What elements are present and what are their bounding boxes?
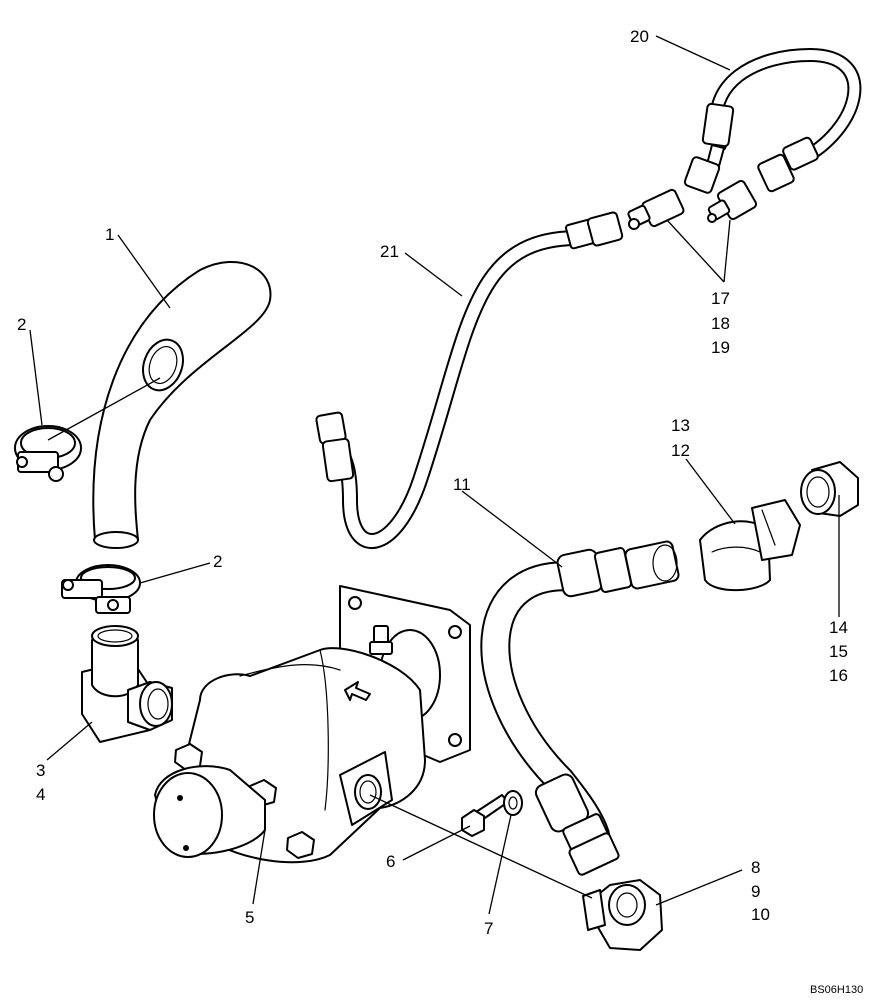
callout-4: 4 <box>36 785 45 804</box>
callout-17: 17 <box>711 289 730 308</box>
hose-21 <box>315 211 624 549</box>
washer-7 <box>503 790 523 816</box>
callout-1: 1 <box>105 225 114 244</box>
hose-1 <box>92 260 272 549</box>
callout-3: 3 <box>36 761 45 780</box>
callout-10: 10 <box>751 905 770 924</box>
callout-labels: 20 17 18 19 21 1 2 2 3 4 5 6 7 8 9 10 11… <box>17 27 848 938</box>
callout-14: 14 <box>829 618 848 637</box>
elbow-fitting-8-10 <box>582 879 663 951</box>
elbow-fitting-3-4 <box>81 625 173 743</box>
elbow-12-13 <box>699 499 801 592</box>
callout-19: 19 <box>711 338 730 357</box>
pump-5 <box>153 585 471 864</box>
callout-11: 11 <box>453 475 471 494</box>
clamp-2-upper <box>14 425 82 482</box>
callout-12: 12 <box>671 441 690 460</box>
callout-18: 18 <box>711 314 730 333</box>
callout-13: 13 <box>671 416 690 435</box>
callout-5: 5 <box>245 908 254 927</box>
leader-lines <box>29 35 840 915</box>
adapters-17-19 <box>627 179 758 230</box>
callout-2-upper: 2 <box>17 315 26 334</box>
callout-15: 15 <box>829 642 848 661</box>
clamp-2-lower <box>61 564 141 614</box>
callout-20: 20 <box>630 27 649 46</box>
drawing-reference: BS06H130 <box>810 984 863 996</box>
callout-16: 16 <box>829 666 848 685</box>
hose-11 <box>480 540 680 876</box>
callout-8: 8 <box>751 858 760 877</box>
callout-6: 6 <box>386 852 395 871</box>
callout-21: 21 <box>380 242 399 261</box>
hose-20 <box>683 47 862 194</box>
callout-2-lower: 2 <box>213 552 222 571</box>
connector-14-16 <box>800 461 859 517</box>
callout-7: 7 <box>484 919 493 938</box>
bolt-6 <box>461 794 509 837</box>
callout-9: 9 <box>751 882 760 901</box>
